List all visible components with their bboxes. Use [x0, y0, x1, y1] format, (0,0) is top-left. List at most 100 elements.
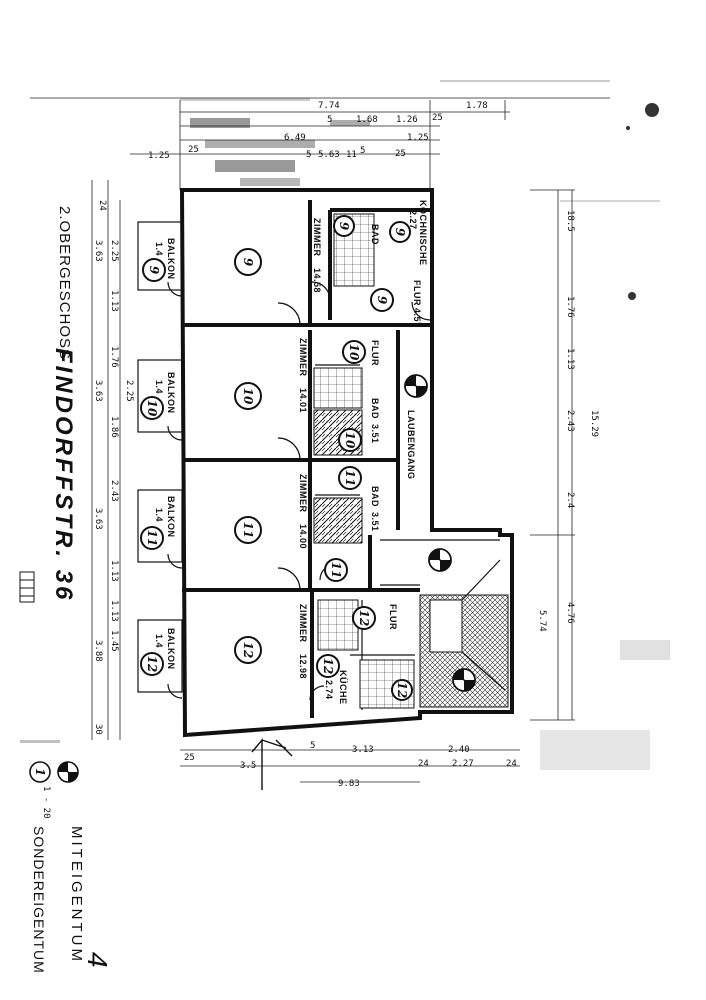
dim-left-12: 1.13 — [109, 600, 119, 622]
dim-top-7: 6.49 — [284, 133, 306, 143]
unit-badge-10: 10 — [338, 428, 362, 452]
room-area-balkon-9: 1.4 — [154, 242, 164, 256]
unit-number: 11 — [145, 530, 159, 547]
dim-right-7: 4.76 — [565, 602, 575, 624]
dim-right-5: 15.29 — [589, 410, 599, 437]
unit-number: 12 — [145, 656, 159, 673]
unit-number: 11 — [343, 470, 357, 487]
common-marker-icon — [428, 548, 452, 572]
unit-number: 11 — [329, 562, 343, 579]
unit-number: 9 — [375, 296, 389, 305]
unit-badge-9: 9 — [389, 221, 411, 243]
room-area-zimmer-12: 12.98 — [298, 654, 308, 679]
room-label-balkon-11: BALKON — [166, 496, 176, 538]
unit-number: 9 — [241, 258, 255, 267]
balcony-12 — [137, 619, 183, 693]
dim-left-2: 2.25 — [109, 240, 119, 262]
unit-number: 12 — [321, 658, 335, 675]
dim-top-2: 1.78 — [466, 101, 488, 111]
dim-right-8: 5.74 — [537, 610, 547, 632]
dim-left-7: 3.63 — [93, 380, 103, 402]
unit-badge-12: 12 — [352, 606, 376, 630]
unit-badge-12: 12 — [391, 679, 413, 701]
dim-left-3: 3.63 — [93, 240, 103, 262]
room-area-zimmer-11: 14.00 — [298, 524, 308, 549]
dim-right-2: 1.76 — [565, 296, 575, 318]
legend-common-label: MITEIGENTUM — [68, 826, 85, 964]
room-label-zimmer-9: ZIMMER — [312, 218, 322, 257]
dim-top-13: 11 — [346, 150, 357, 160]
dim-bottom-4: 3.13 — [352, 745, 374, 755]
room-area-zimmer-10: 14.01 — [298, 388, 308, 413]
dim-top-3: 5 — [327, 115, 332, 125]
legend-range: 1 - 20 — [41, 786, 51, 819]
room-label-flur-12: FLUR — [388, 604, 398, 630]
floor-title: 2.OBERGESCHOSS — [56, 206, 73, 360]
room-label-flur-9: FLUR — [412, 280, 422, 306]
dim-right-3: 1.13 — [565, 348, 575, 370]
unit-number: 9 — [393, 228, 407, 237]
dim-left-14: 3.88 — [93, 640, 103, 662]
unit-badge-11: 11 — [140, 526, 164, 550]
left-dimensions: 24 2.25 3.63 1.13 1.76 2.25 3.63 1.86 2.… — [91, 180, 134, 740]
legend: 1 1 - 20 MITEIGENTUM SONDEREIGENTUM — [29, 761, 85, 974]
legend-special-icon: 1 — [29, 761, 51, 783]
common-property-markers — [404, 374, 476, 692]
dim-top-8: 1.25 — [407, 133, 429, 143]
dim-top-9: 1.25 — [148, 151, 170, 161]
dim-left-1: 24 — [97, 200, 107, 211]
room-label-zimmer-11: ZIMMER — [298, 474, 308, 513]
dim-left-5: 1.76 — [109, 346, 119, 368]
unit-badge-11: 11 — [338, 466, 362, 490]
dim-right-6: 2.4 — [565, 492, 575, 508]
room-area-balkon-12: 1.4 — [154, 634, 164, 648]
dim-left-15: 30 — [93, 724, 103, 735]
unit-number: 10 — [145, 400, 159, 417]
unit-badge-11: 11 — [234, 516, 262, 544]
street-title: FINDORFFSTR. 36 — [50, 348, 77, 602]
unit-number: 10 — [347, 344, 361, 361]
dim-top-10: 25 — [188, 145, 199, 155]
room-label-zimmer-12: ZIMMER — [298, 604, 308, 643]
dim-top-5: 1.26 — [396, 115, 418, 125]
dim-left-6: 2.25 — [124, 380, 134, 402]
room-label-kochnische-9: KOCHNISCHE — [418, 200, 428, 266]
room-label-bad-9: BAD — [370, 224, 380, 245]
room-area-balkon-11: 1.4 — [154, 508, 164, 522]
dim-top-12: 5.63 — [318, 150, 340, 160]
dim-left-13: 1.45 — [109, 630, 119, 652]
room-area-balkon-10: 1.4 — [154, 380, 164, 394]
unit-badges: 9 9 9 9 9 10 10 10 — [140, 215, 413, 701]
room-area-kochnische-9: 2.27 — [408, 210, 418, 230]
room-area-flur-9: 4.57 — [412, 308, 422, 328]
unit-number: 12 — [241, 642, 255, 659]
room-label-kueche-12: KÜCHE — [338, 670, 348, 705]
dim-left-8: 1.86 — [109, 416, 119, 438]
legend-special-label: SONDEREIGENTUM — [31, 826, 47, 974]
unit-number: 9 — [147, 266, 161, 275]
room-labels: ZIMMER 14.58 KOCHNISCHE 2.27 BAD FLUR 4.… — [154, 200, 428, 705]
dim-bottom-8: 24 — [506, 759, 517, 769]
scale-marker — [19, 571, 35, 603]
dim-top-15: 25 — [395, 149, 406, 159]
unit-badge-9: 9 — [333, 215, 355, 237]
dim-bottom-3: 5 — [310, 741, 315, 751]
room-area-bad-10: 3.51 — [370, 424, 380, 444]
room-label-balkon-10: BALKON — [166, 372, 176, 414]
svg-text:1: 1 — [33, 768, 47, 776]
room-label-bad-11: BAD — [370, 486, 380, 507]
dim-top-1: 7.74 — [318, 101, 340, 111]
dim-bottom-2: 3.5 — [240, 761, 256, 771]
dim-left-10: 3.63 — [93, 508, 103, 530]
unit-badge-10: 10 — [342, 340, 366, 364]
dim-left-9: 2.43 — [109, 480, 119, 502]
dim-left-4: 1.13 — [109, 290, 119, 312]
right-dimensions: 18.5 1.76 1.13 2.43 15.29 2.4 4.76 5.74 — [530, 189, 599, 721]
unit-badge-10: 10 — [234, 382, 262, 410]
dim-left-11: 1.13 — [109, 560, 119, 582]
building-outline — [179, 188, 514, 738]
dim-right-4: 2.43 — [565, 410, 575, 432]
dim-top-14: 5 — [360, 146, 365, 156]
unit-number: 12 — [357, 610, 371, 627]
